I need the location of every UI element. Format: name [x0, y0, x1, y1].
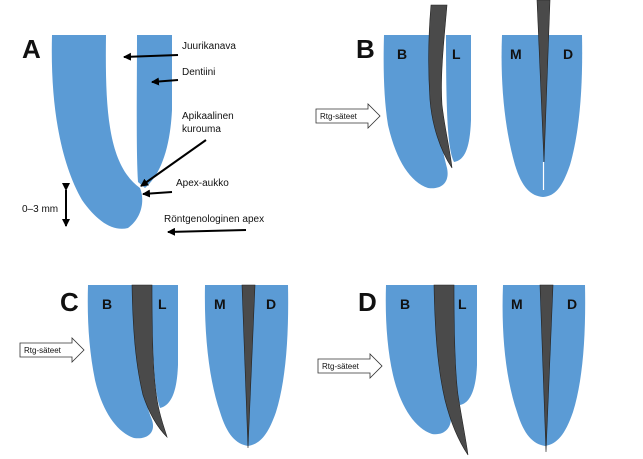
panel-b-letter: B	[356, 34, 375, 64]
panel-c-beam-arrow: Rtg-säteet	[19, 337, 85, 363]
panel-c-label-m: M	[214, 296, 226, 312]
panel-a: A Juurikanava Dentiini Apikaalinen kurou…	[22, 34, 264, 236]
panel-b-file-right	[536, 0, 551, 163]
panel-a-letter: A	[22, 34, 41, 64]
panel-d: D B L M D Rtg-säteet	[317, 284, 586, 456]
panel-d-label-d: D	[567, 296, 577, 312]
panel-d-label-l: L	[458, 296, 467, 312]
constriction-label-line1: Apikaalinen	[182, 111, 234, 122]
panel-d-letter: D	[358, 287, 377, 317]
panel-c-label-l: L	[158, 296, 167, 312]
panel-b-label-m: M	[510, 46, 522, 62]
panel-b-label-l: L	[452, 46, 461, 62]
radiographic-apex-arrow	[167, 227, 247, 236]
panel-b-left-root-lingual	[446, 35, 471, 162]
foramen-label: Apex-aukko	[176, 178, 229, 189]
panel-b: B B L M D Rtg-säteet	[315, 0, 583, 197]
dentin-label: Dentiini	[182, 67, 215, 78]
panel-d-left-root-buccal	[385, 285, 452, 435]
panel-a-dentin	[136, 35, 172, 188]
constriction-label-line2: kurouma	[182, 124, 221, 135]
panel-d-label-m: M	[511, 296, 523, 312]
panel-b-file-left	[428, 4, 453, 169]
panel-c-letter: C	[60, 287, 79, 317]
canal-arrow	[123, 52, 179, 61]
panel-c-label-d: D	[266, 296, 276, 312]
panel-d-beam-arrow: Rtg-säteet	[317, 353, 383, 379]
panel-d-left-root-lingual	[454, 285, 477, 405]
panel-c-beam-label: Rtg-säteet	[24, 346, 62, 355]
panel-b-beam-label: Rtg-säteet	[320, 112, 358, 121]
panel-d-beam-label: Rtg-säteet	[322, 362, 360, 371]
canal-label: Juurikanava	[182, 41, 236, 52]
panel-d-file-left	[433, 284, 469, 456]
panel-c-file-left	[131, 284, 168, 439]
panel-b-label-b: B	[397, 46, 407, 62]
panel-d-label-b: B	[400, 296, 410, 312]
panel-c-label-b: B	[102, 296, 112, 312]
panel-c: C B L M D Rtg-säteet	[19, 284, 289, 449]
constriction-arrow	[140, 139, 207, 187]
distance-label: 0–3 mm	[22, 204, 58, 215]
panel-c-file-right	[241, 284, 256, 449]
panel-c-left-root-lingual	[152, 285, 178, 408]
foramen-arrow	[142, 189, 173, 198]
radiographic-apex-label: Röntgenologinen apex	[164, 214, 264, 225]
panel-c-left-root-buccal	[87, 285, 154, 439]
panel-b-beam-arrow: Rtg-säteet	[315, 103, 381, 129]
dentin-arrow	[151, 77, 179, 86]
panel-a-root	[51, 35, 143, 229]
panel-d-file-right	[539, 284, 554, 453]
panel-b-label-d: D	[563, 46, 573, 62]
